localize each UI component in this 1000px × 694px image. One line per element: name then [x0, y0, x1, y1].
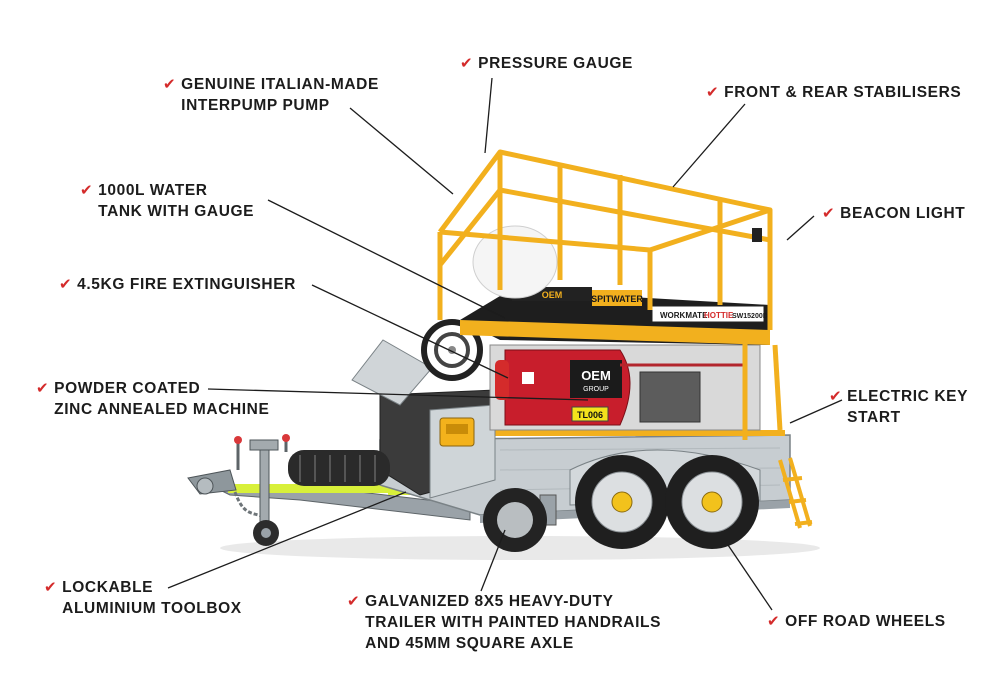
check-mark-icon: ✔ — [460, 55, 474, 72]
callout-text: 1000L WATER — [98, 182, 208, 199]
callout-pressure-gauge: ✔ PRESSURE GAUGE — [460, 53, 633, 74]
callout-toolbox: ✔ LOCKABLE ALUMINIUM TOOLBOX — [44, 577, 242, 619]
callout-text: GALVANIZED 8X5 HEAVY-DUTY — [365, 593, 614, 610]
callout-text: BEACON LIGHT — [840, 205, 966, 222]
handrails — [437, 149, 783, 440]
callout-text: POWDER COATED — [54, 380, 201, 397]
hi-vis-strip — [228, 484, 388, 493]
wheel-rear — [483, 488, 547, 552]
oem-top-text: OEM — [542, 290, 563, 300]
callout-wheels: ✔ OFF ROAD WHEELS — [767, 611, 946, 632]
check-mark-icon: ✔ — [59, 276, 73, 293]
check-mark-icon: ✔ — [36, 380, 50, 397]
callout-text: INTERPUMP PUMP — [181, 97, 330, 114]
callout-trailer: ✔ GALVANIZED 8X5 HEAVY-DUTY TRAILER WITH… — [347, 591, 661, 654]
callout-text: FRONT & REAR STABILISERS — [724, 84, 962, 101]
rear-steps — [778, 457, 813, 529]
workmate-text: WORKMATE — [660, 311, 708, 320]
callout-powder-coated: ✔ POWDER COATED ZINC ANNEALED MACHINE — [36, 378, 269, 420]
check-mark-icon: ✔ — [80, 182, 94, 199]
callout-water-tank: ✔ 1000L WATER TANK WITH GAUGE — [80, 180, 254, 222]
deck-yellow-edge — [490, 430, 785, 436]
jockey-post — [259, 449, 270, 526]
callout-text: TRAILER WITH PAINTED HANDRAILS — [365, 614, 662, 631]
hottie-text: HOTTIE — [704, 311, 734, 320]
leader-lines — [167, 77, 843, 611]
callout-stabilisers: ✔ FRONT & REAR STABILISERS — [706, 82, 961, 103]
check-mark-icon: ✔ — [163, 76, 177, 93]
callout-beacon: ✔ BEACON LIGHT — [822, 203, 965, 224]
callout-text: AND 45MM SQUARE AXLE — [365, 635, 574, 652]
check-mark-icon: ✔ — [44, 579, 58, 596]
wheel-front-1 — [575, 455, 669, 549]
check-mark-icon: ✔ — [706, 84, 720, 101]
oem-logo-text: OEM — [581, 368, 611, 383]
wheel-front-2 — [665, 455, 759, 549]
callout-text: LOCKABLE — [62, 579, 154, 596]
callout-pump: ✔ GENUINE ITALIAN-MADE INTERPUMP PUMP — [163, 74, 379, 116]
callout-text: START — [847, 409, 901, 426]
check-mark-icon: ✔ — [347, 593, 361, 610]
model-text: SW15200DE — [732, 313, 773, 320]
callout-extinguisher: ✔ 4.5KG FIRE EXTINGUISHER — [59, 274, 296, 295]
unit-tag: TL006 — [577, 410, 603, 420]
callout-text: ZINC ANNEALED MACHINE — [54, 401, 270, 418]
callout-key-start: ✔ ELECTRIC KEY START — [829, 386, 968, 428]
callout-text: ELECTRIC KEY — [847, 388, 969, 405]
callout-text: OFF ROAD WHEELS — [785, 613, 946, 630]
fire-extinguisher — [495, 360, 509, 400]
beacon-light — [752, 228, 762, 242]
check-mark-icon: ✔ — [767, 613, 781, 630]
callout-text: 4.5KG FIRE EXTINGUISHER — [77, 276, 296, 293]
callout-text: GENUINE ITALIAN-MADE — [181, 76, 379, 93]
spitwater-text: SPITWATER — [591, 294, 643, 304]
callout-text: TANK WITH GAUGE — [98, 203, 255, 220]
hose-reel — [421, 319, 483, 381]
spare-tyre — [288, 450, 390, 486]
check-mark-icon: ✔ — [829, 388, 843, 405]
callout-text: ALUMINIUM TOOLBOX — [62, 600, 242, 617]
check-mark-icon: ✔ — [822, 205, 836, 222]
oem-logo-sub: GROUP — [583, 386, 609, 393]
water-tank — [472, 225, 558, 299]
callout-text: PRESSURE GAUGE — [478, 55, 633, 72]
